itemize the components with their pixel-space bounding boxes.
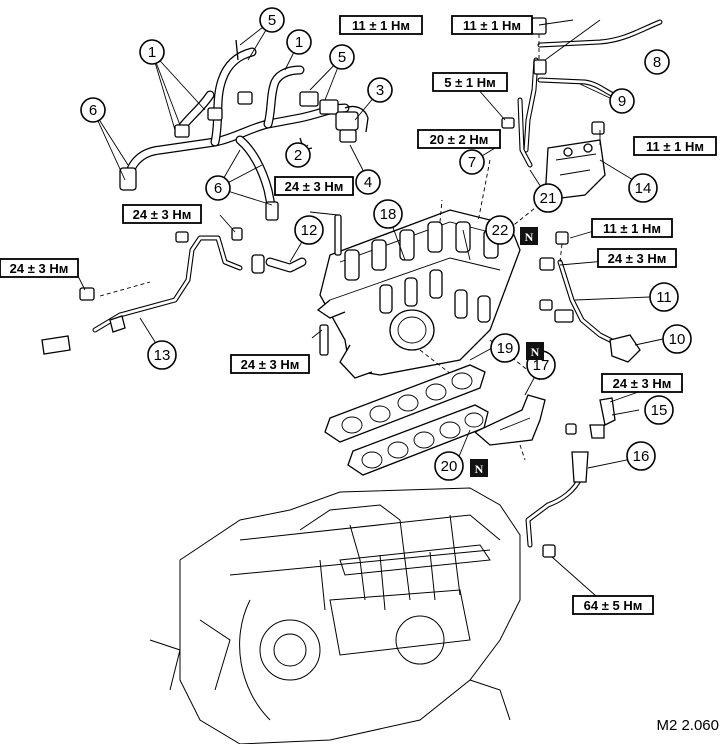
callout-20: 20 [434,451,464,481]
svg-text:14: 14 [635,180,652,197]
callout-19: 19 [490,333,520,363]
svg-text:24 ± 3 Нм: 24 ± 3 Нм [241,357,300,372]
svg-text:20 ± 2 Нм: 20 ± 2 Нм [430,132,489,147]
svg-text:8: 8 [653,54,661,71]
svg-text:N: N [531,345,540,359]
svg-text:18: 18 [380,206,397,223]
svg-text:24 ± 3 Нм: 24 ± 3 Нм [613,376,672,391]
svg-text:22: 22 [492,222,509,239]
torque-label-11: 24 ± 3 Нм [230,354,310,374]
svg-text:12: 12 [301,222,318,239]
svg-text:24 ± 3 Нм: 24 ± 3 Нм [133,207,192,222]
callout-11: 11 [649,282,679,312]
torque-label-12: 24 ± 3 Нм [601,373,683,393]
svg-text:5: 5 [268,12,276,29]
svg-text:19: 19 [497,340,514,357]
torque-label-7: 24 ± 3 Нм [122,204,202,224]
svg-text:1: 1 [148,44,156,61]
torque-label-13: 64 ± 5 Нм [572,595,654,615]
callout-2: 2 [285,142,311,168]
torque-label-9: 24 ± 3 Нм [597,248,677,268]
torque-label-8: 11 ± 1 Нм [591,218,673,238]
callout-10: 10 [662,324,692,354]
torque-label-1: 11 ± 1 Нм [339,15,423,35]
svg-text:5 ± 1 Нм: 5 ± 1 Нм [444,75,495,90]
svg-text:N: N [475,462,484,476]
svg-text:16: 16 [633,448,650,465]
bracket-14 [544,139,606,201]
callout-4: 4 [355,169,381,195]
svg-text:21: 21 [540,190,557,207]
callout-1a: 1 [139,39,165,65]
svg-text:11 ± 1 Нм: 11 ± 1 Нм [603,221,661,236]
callout-8: 8 [644,49,670,75]
new-part-mark-19: N [526,342,544,360]
callout-18: 18 [373,199,403,229]
torque-label-4: 20 ± 2 Нм [417,129,501,149]
callout-15: 15 [644,395,674,425]
engine-block [149,487,521,744]
callout-12: 12 [294,215,324,245]
svg-text:7: 7 [468,154,476,171]
svg-text:N: N [525,230,534,244]
callout-21: 21 [533,183,563,213]
callout-14: 14 [628,173,658,203]
svg-text:2: 2 [294,147,302,164]
svg-text:3: 3 [376,82,384,99]
callout-1b: 1 [286,29,312,55]
new-part-mark-22: N [520,227,538,245]
svg-text:6: 6 [89,102,97,119]
svg-text:10: 10 [669,331,686,348]
svg-text:11 ± 1 Нм: 11 ± 1 Нм [463,18,521,33]
torque-label-10: 24 ± 3 Нм [0,258,79,278]
svg-text:15: 15 [651,402,668,419]
torque-label-6: 24 ± 3 Нм [274,176,354,196]
torque-label-2: 11 ± 1 Нм [451,15,533,35]
right-pipes [525,231,641,558]
callout-5a: 5 [259,7,285,33]
torque-label-3: 5 ± 1 Нм [432,72,508,92]
svg-text:5: 5 [338,49,346,66]
new-part-mark-20: N [470,459,488,477]
callout-3: 3 [367,77,393,103]
svg-text:13: 13 [154,347,171,364]
svg-text:20: 20 [441,458,458,475]
svg-text:24 ± 3 Нм: 24 ± 3 Нм [285,179,344,194]
left-pipes [41,214,342,356]
callout-6b: 6 [205,175,231,201]
svg-text:6: 6 [214,180,222,197]
callout-16: 16 [626,441,656,471]
svg-text:24 ± 3 Нм: 24 ± 3 Нм [10,261,69,276]
svg-text:11 ± 1 Нм: 11 ± 1 Нм [646,139,704,154]
svg-text:11: 11 [656,289,672,306]
callout-6a: 6 [80,97,106,123]
callout-9: 9 [609,88,635,114]
svg-text:24 ± 3 Нм: 24 ± 3 Нм [608,251,667,266]
svg-text:64 ± 5 Нм: 64 ± 5 Нм [584,598,643,613]
callout-7: 7 [459,149,485,175]
svg-text:11 ± 1 Нм: 11 ± 1 Нм [352,18,410,33]
svg-text:9: 9 [618,93,626,110]
wiring-harness [119,39,369,221]
callout-22: 22 [485,215,515,245]
svg-text:17: 17 [533,357,550,374]
upper-pipes [501,17,663,168]
manifold-gaskets [324,364,489,476]
callout-5b: 5 [329,44,355,70]
svg-text:4: 4 [364,174,372,191]
figure-code: M2 2.060 [656,717,719,734]
torque-label-5: 11 ± 1 Нм [633,136,717,156]
callout-13: 13 [147,340,177,370]
svg-text:1: 1 [295,34,303,51]
bracket-17 [473,394,577,461]
